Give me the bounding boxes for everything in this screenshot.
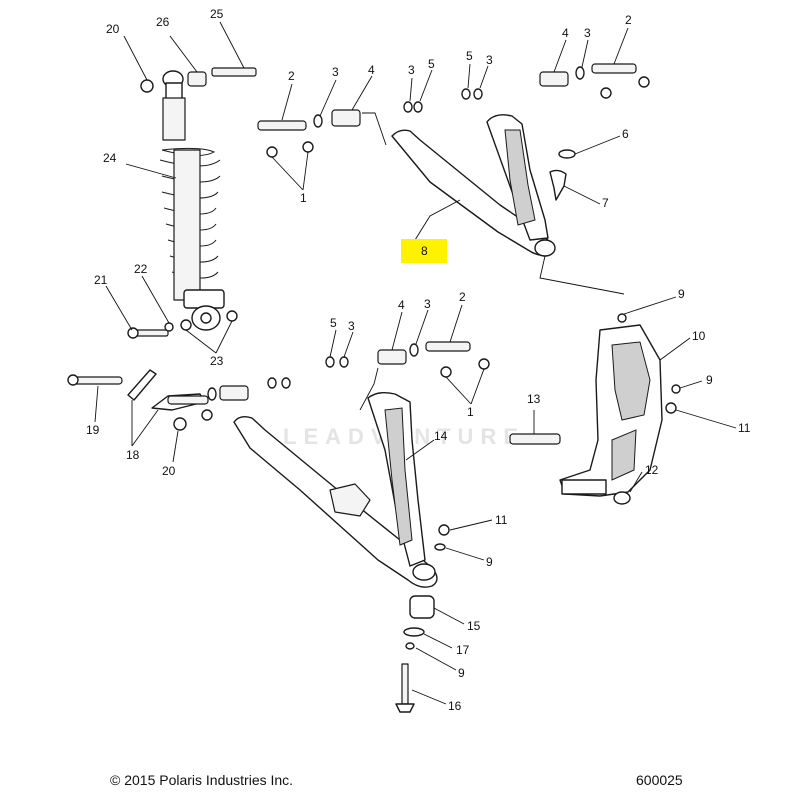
callout-3: 3 xyxy=(348,319,355,333)
callout-3: 3 xyxy=(408,63,415,77)
callout-23: 23 xyxy=(210,354,224,368)
callout-labels: 20 26 25 2 3 4 3 5 5 3 4 3 2 6 7 8 1 24 … xyxy=(86,7,751,713)
callout-6: 6 xyxy=(622,127,629,141)
callout-5: 5 xyxy=(466,49,473,63)
callout-2: 2 xyxy=(459,290,466,304)
callout-1: 1 xyxy=(300,191,307,205)
figure-number: 600025 xyxy=(636,772,683,788)
callout-2: 2 xyxy=(625,13,632,27)
callout-2: 2 xyxy=(288,69,295,83)
callout-25: 25 xyxy=(210,7,224,21)
callout-9: 9 xyxy=(458,666,465,680)
steering-knuckle xyxy=(509,313,681,505)
callout-15: 15 xyxy=(467,619,481,633)
callout-3: 3 xyxy=(424,297,431,311)
callout-8: 8 xyxy=(421,244,428,258)
highlight-part-8 xyxy=(401,239,447,263)
callout-22: 22 xyxy=(134,262,148,276)
lower-arm-hardware xyxy=(67,341,490,551)
callout-9: 9 xyxy=(486,555,493,569)
callout-9: 9 xyxy=(678,287,685,301)
upper-arm-hardware xyxy=(257,63,650,201)
callout-18: 18 xyxy=(126,448,140,462)
callout-3: 3 xyxy=(486,53,493,67)
callout-19: 19 xyxy=(86,423,100,437)
callout-11: 11 xyxy=(495,513,508,527)
callout-9: 9 xyxy=(706,373,713,387)
callout-20: 20 xyxy=(106,22,120,36)
callout-14: 14 xyxy=(434,429,448,443)
copyright-text: © 2015 Polaris Industries Inc. xyxy=(110,772,294,788)
leader-lines xyxy=(94,21,737,705)
callout-26: 26 xyxy=(156,15,170,29)
callout-13: 13 xyxy=(527,392,541,406)
callout-4: 4 xyxy=(368,63,375,77)
callout-20: 20 xyxy=(162,464,176,478)
callout-1: 1 xyxy=(467,405,474,419)
callout-5: 5 xyxy=(330,316,337,330)
callout-4: 4 xyxy=(562,26,569,40)
callout-3: 3 xyxy=(584,26,591,40)
callout-5: 5 xyxy=(428,57,435,71)
callout-7: 7 xyxy=(602,196,609,210)
callout-10: 10 xyxy=(692,329,706,343)
callout-4: 4 xyxy=(398,298,405,312)
callout-24: 24 xyxy=(103,151,117,165)
shock-absorber xyxy=(127,67,257,339)
callout-17: 17 xyxy=(456,643,470,657)
callout-3: 3 xyxy=(332,65,339,79)
lower-a-arm xyxy=(233,391,438,588)
upper-a-arm xyxy=(391,114,556,257)
callout-16: 16 xyxy=(448,699,462,713)
ball-joint-stack xyxy=(395,595,435,713)
callout-12: 12 xyxy=(645,463,659,477)
callout-11: 11 xyxy=(738,421,751,435)
callout-21: 21 xyxy=(94,273,108,287)
